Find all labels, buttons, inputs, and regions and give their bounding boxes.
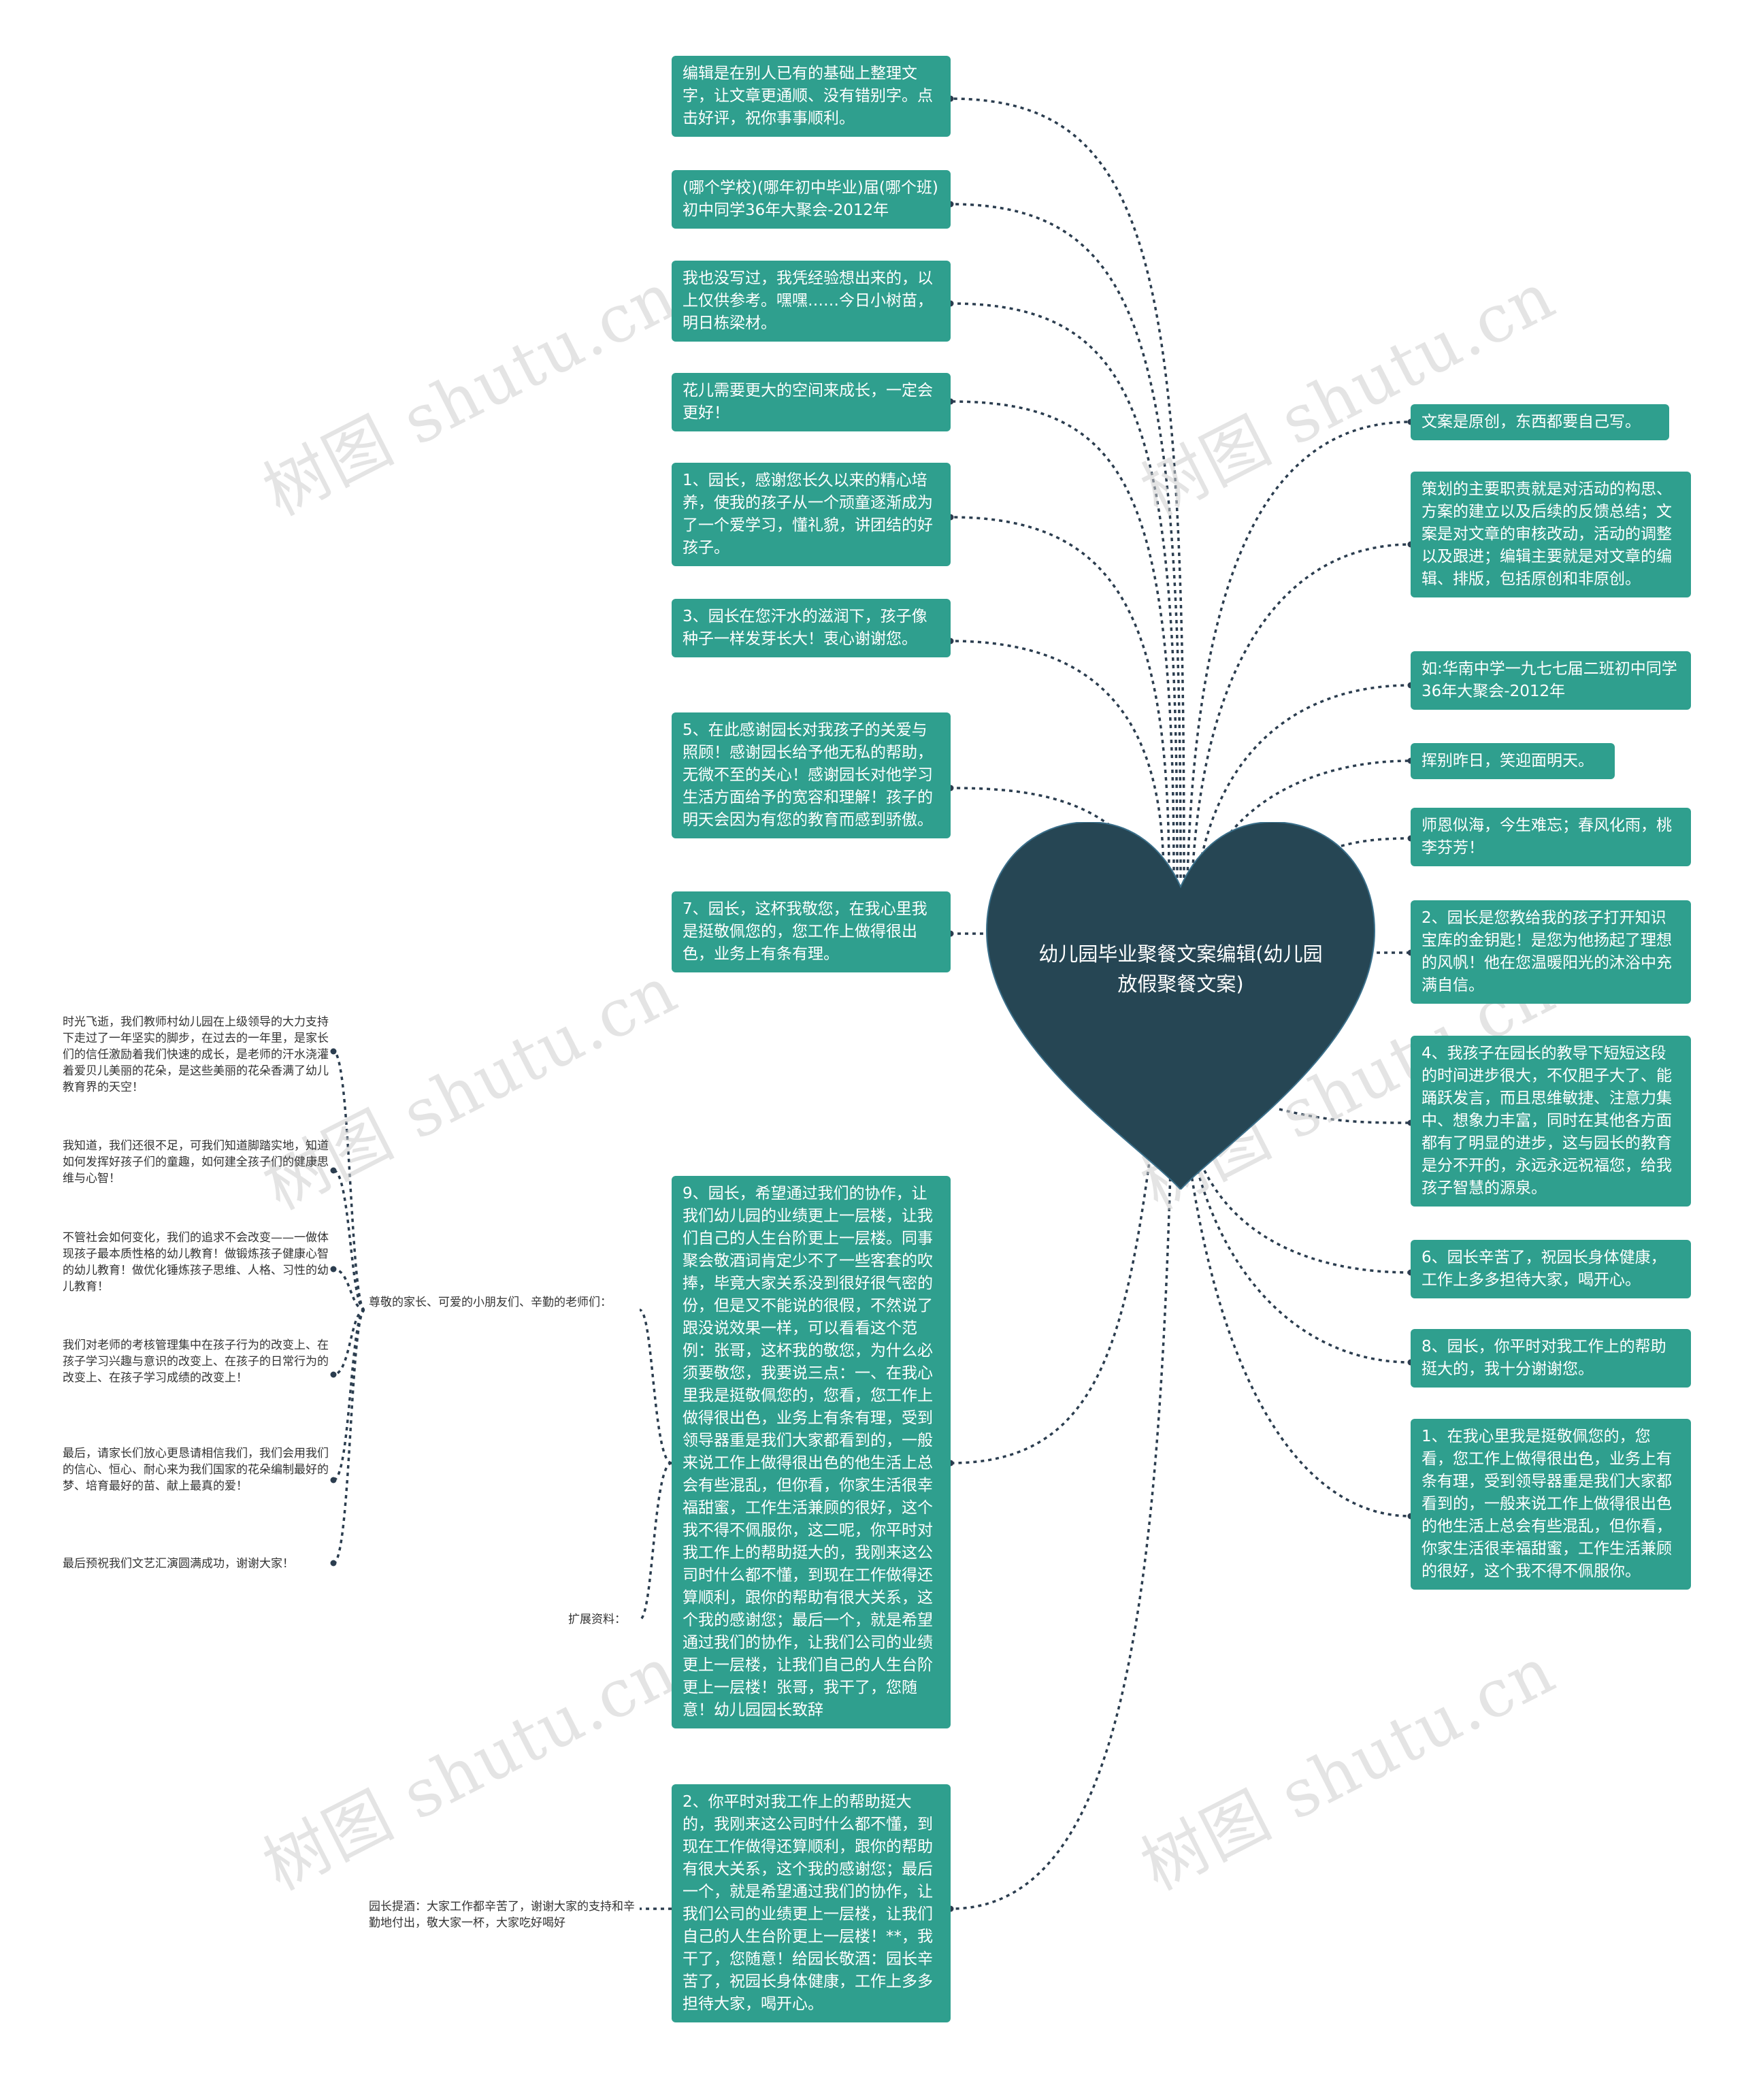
left-node[interactable]: 花儿需要更大的空间来成长，一定会更好！ <box>672 373 951 431</box>
watermark: 树图 shutu.cn <box>251 1632 689 1905</box>
watermark: 树图 shutu.cn <box>251 257 689 531</box>
left-node[interactable]: 5、在此感谢园长对我孩子的关爱与照顾！感谢园长给予他无私的帮助，无微不至的关心！… <box>672 712 951 838</box>
greeting-label[interactable]: 尊敬的家长、可爱的小朋友们、辛勤的老师们： <box>369 1296 612 1309</box>
right-node[interactable]: 1、在我心里我是挺敬佩您的，您看，您工作上做得很出色，业务上有条有理，受到领导器… <box>1411 1419 1691 1590</box>
extend-label[interactable]: 扩展资料： <box>568 1613 626 1626</box>
right-node[interactable]: 挥别昨日，笑迎面明天。 <box>1411 743 1615 779</box>
right-node[interactable]: 6、园长辛苦了，祝园长身体健康，工作上多多担待大家，喝开心。 <box>1411 1240 1691 1298</box>
left-node[interactable]: 1、园长，感谢您长久以来的精心培养，使我的孩子从一个顽童逐渐成为了一个爱学习，懂… <box>672 463 951 566</box>
left-node[interactable]: (哪个学校)(哪年初中毕业)届(哪个班)初中同学36年大聚会-2012年 <box>672 170 951 229</box>
greeting-item[interactable]: 最后，请家长们放心更恳请相信我们，我们会用我们的信心、恒心、耐心来为我们国家的花… <box>63 1447 329 1493</box>
greeting-item[interactable]: 我们对老师的考核管理集中在孩子行为的改变上、在孩子学习兴趣与意识的改变上、在孩子… <box>63 1339 329 1385</box>
watermark: 树图 shutu.cn <box>1129 1632 1567 1905</box>
center-title: 幼儿园毕业聚餐文案编辑(幼儿园放假聚餐文案) <box>1038 942 1323 996</box>
greeting-item[interactable]: 时光飞逝，我们教师村幼儿园在上级领导的大力支持下走过了一年坚实的脚步，在过去的一… <box>63 1015 329 1094</box>
right-node[interactable]: 策划的主要职责就是对活动的构思、方案的建立以及后续的反馈总结；文案是对文章的审核… <box>1411 472 1691 597</box>
greeting-item[interactable]: 最后预祝我们文艺汇演圆满成功，谢谢大家！ <box>63 1557 294 1571</box>
right-node[interactable]: 8、园长，你平时对我工作上的帮助挺大的，我十分谢谢您。 <box>1411 1329 1691 1388</box>
right-node[interactable]: 文案是原创，东西都要自己写。 <box>1411 404 1669 440</box>
greeting-item[interactable]: 我知道，我们还很不足，可我们知道脚踏实地，知道如何发挥好孩子们的童趣，如何建全孩… <box>63 1139 329 1185</box>
left-node[interactable]: 9、园长，希望通过我们的协作，让我们幼儿园的业绩更上一层楼，让我们自己的人生台阶… <box>672 1176 951 1728</box>
left-node[interactable]: 2、你平时对我工作上的帮助挺大的，我刚来这公司时什么都不懂，到现在工作做得还算顺… <box>672 1784 951 2022</box>
left-node[interactable]: 7、园长，这杯我敬您，在我心里我是挺敬佩您的，您工作上做得很出色，业务上有条有理… <box>672 891 951 972</box>
right-node[interactable]: 2、园长是您教给我的孩子打开知识宝库的金钥匙！是您为他扬起了理想的风帆！他在您温… <box>1411 900 1691 1004</box>
greeting-item[interactable]: 不管社会如何变化，我们的追求不会改变——一做体现孩子最本质性格的幼儿教育！做锻炼… <box>63 1231 329 1294</box>
center-heart-node[interactable] <box>980 822 1381 1190</box>
right-node[interactable]: 如:华南中学一九七七届二班初中同学36年大聚会-2012年 <box>1411 651 1691 710</box>
left-node[interactable]: 3、园长在您汗水的滋润下，孩子像种子一样发芽长大！衷心谢谢您。 <box>672 599 951 657</box>
right-node[interactable]: 师恩似海，今生难忘；春风化雨，桃李芬芳！ <box>1411 808 1691 866</box>
right-node[interactable]: 4、我孩子在园长的教导下短短这段的时间进步很大，不仅胆子大了、能踊跃发言，而且思… <box>1411 1036 1691 1207</box>
left-node[interactable]: 编辑是在别人已有的基础上整理文字，让文章更通顺、没有错别字。点击好评，祝你事事顺… <box>672 56 951 137</box>
toast-label[interactable]: 园长提酒：大家工作都辛苦了，谢谢大家的支持和辛勤地付出，敬大家一杯，大家吃好喝好 <box>369 1900 635 1930</box>
left-node[interactable]: 我也没写过，我凭经验想出来的，以上仅供参考。嘿嘿……今日小树苗，明日栋梁材。 <box>672 261 951 342</box>
